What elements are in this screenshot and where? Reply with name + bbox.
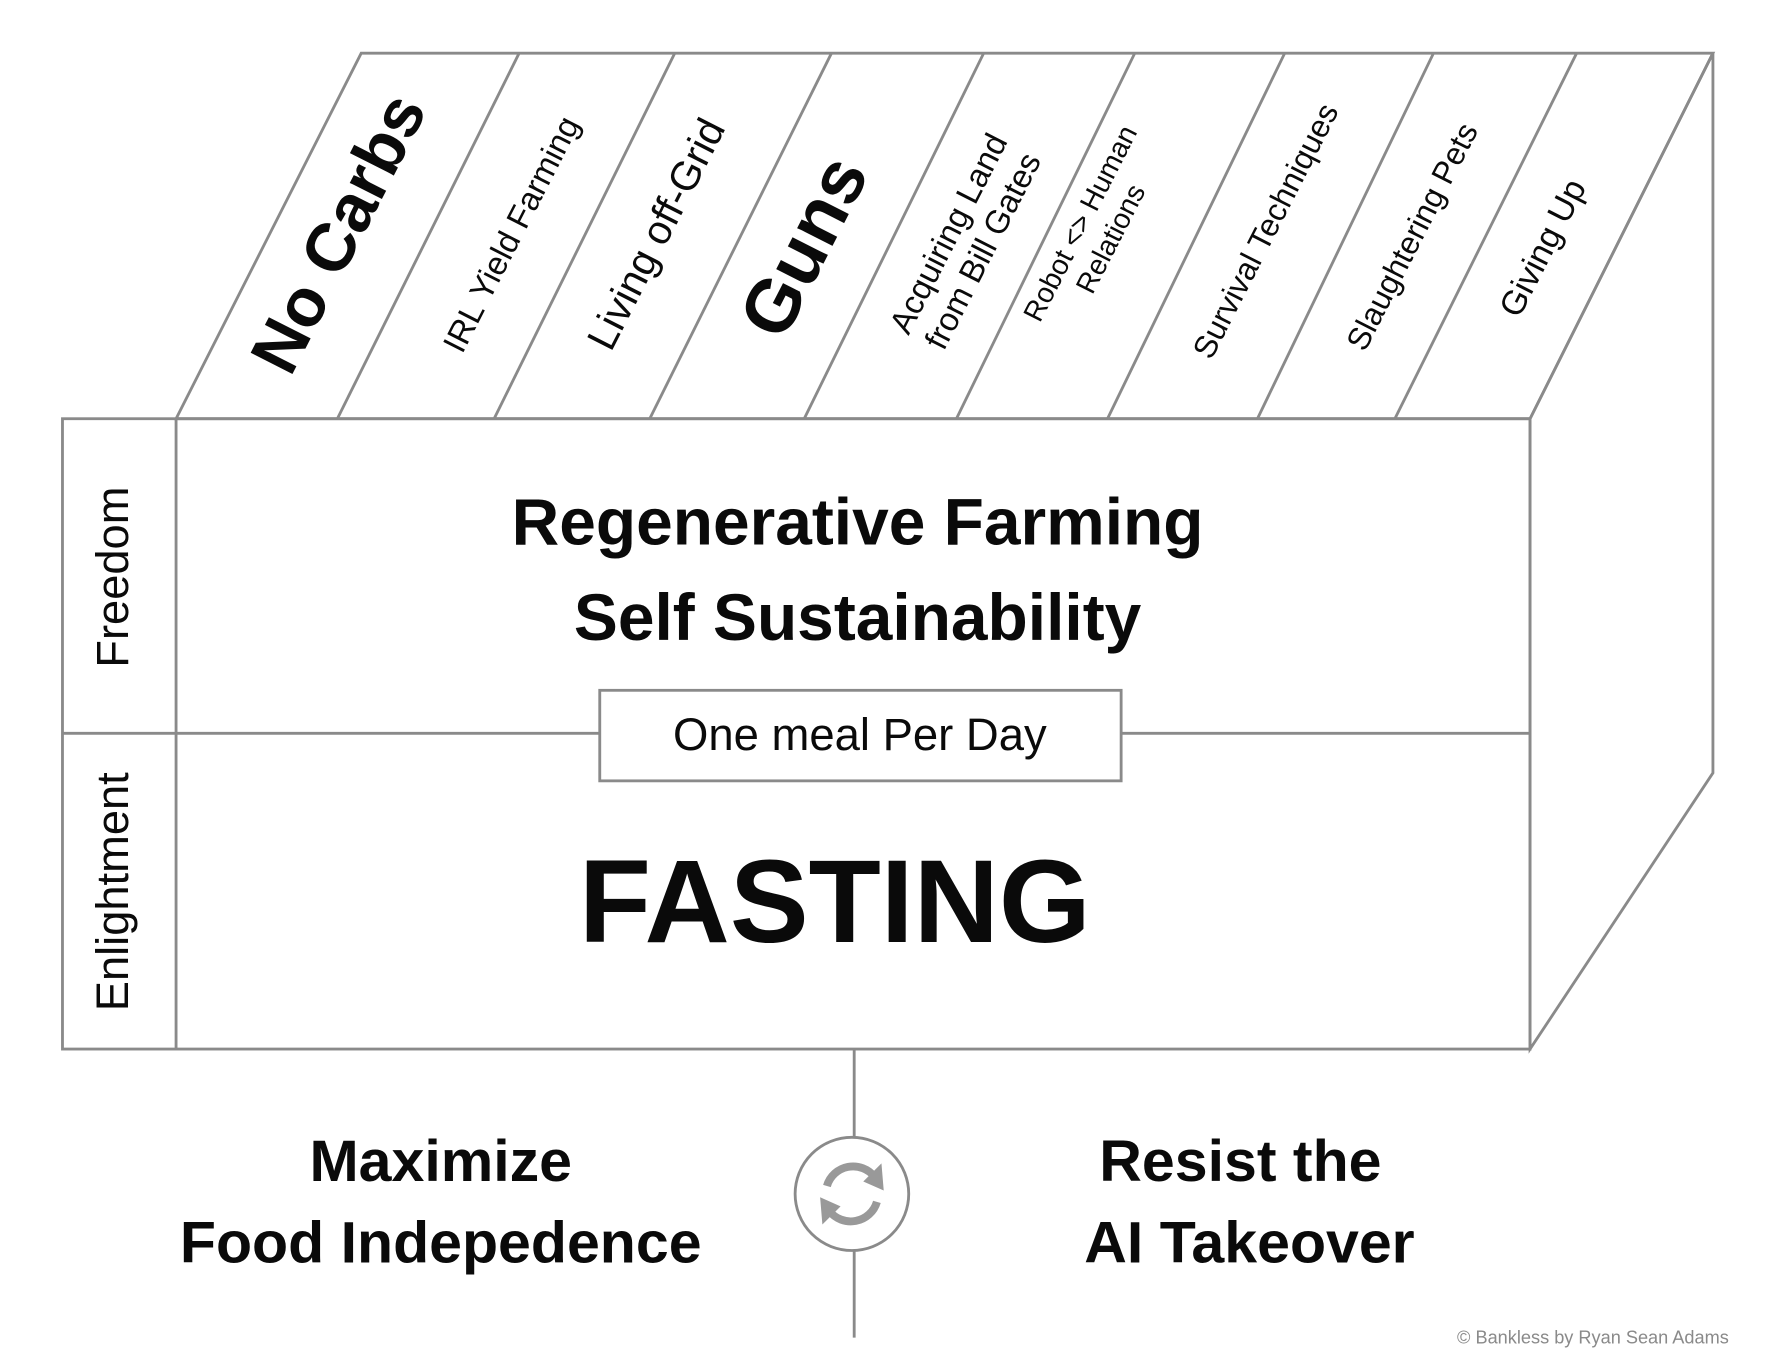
label-slaughtering-pets: Slaughtering Pets xyxy=(1339,117,1485,356)
middle-box-label: One meal Per Day xyxy=(673,709,1047,760)
bottom-left-line-1: Maximize xyxy=(309,1129,572,1194)
label-survival-techniques: Survival Techniques xyxy=(1185,97,1345,364)
bottom-right-line-2: AI Takeover xyxy=(1084,1211,1414,1276)
row-label-enlightment: Enlightment xyxy=(87,772,138,1011)
label-acquiring-land: Acquiring Land from Bill Gates xyxy=(882,127,1048,355)
label-guns: Guns xyxy=(722,142,884,350)
copyright: © Bankless by Ryan Sean Adams xyxy=(1457,1327,1729,1347)
bottom-right-line-1: Resist the xyxy=(1099,1129,1381,1194)
middle-box xyxy=(598,688,1123,783)
front-line-2: Self Sustainability xyxy=(574,580,1142,654)
label-living-off-grid: Living off-Grid xyxy=(578,111,734,357)
row-label-freedom: Freedom xyxy=(87,487,138,668)
bottom-left-line-2: Food Indepedence xyxy=(180,1211,702,1276)
label-no-carbs: No Carbs xyxy=(236,81,441,384)
refresh-cycle-icon xyxy=(793,1135,911,1252)
label-irl-yield-farming: IRL Yield Farming xyxy=(435,110,586,358)
front-line-1: Regenerative Farming xyxy=(512,485,1204,559)
front-main-label: FASTING xyxy=(579,835,1091,967)
label-robot-human-relations: Robot <> Human Relations xyxy=(1017,120,1152,326)
